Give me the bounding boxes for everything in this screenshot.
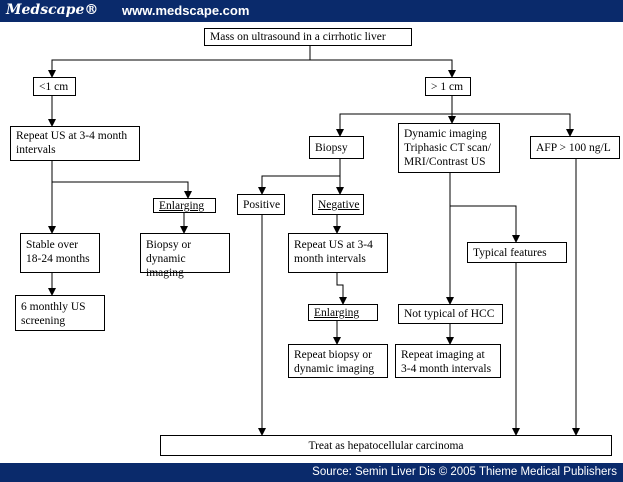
node-less-than-1cm: <1 cm	[33, 77, 76, 96]
node-negative: Negative	[312, 194, 364, 215]
node-afp: AFP > 100 ng/L	[530, 136, 620, 159]
node-repeat-imaging: Repeat imaging at 3-4 month intervals	[395, 344, 501, 378]
node-dynamic-imaging: Dynamic imaging Triphasic CT scan/ MRI/C…	[398, 123, 500, 173]
node-repeat-biopsy: Repeat biopsy or dynamic imaging	[288, 344, 388, 378]
node-biopsy: Biopsy	[309, 136, 364, 159]
footer-rule	[0, 463, 623, 465]
site-url[interactable]: www.medscape.com	[122, 3, 250, 18]
header-bar: Medscape® www.medscape.com	[0, 0, 623, 22]
node-root: Mass on ultrasound in a cirrhotic liver	[204, 28, 412, 46]
medscape-logo[interactable]: Medscape®	[6, 2, 99, 18]
node-repeat-us-small: Repeat US at 3-4 month intervals	[10, 126, 140, 161]
node-stable: Stable over 18-24 months	[20, 233, 100, 273]
node-typical-features: Typical features	[467, 242, 567, 263]
node-enlarging-negative: Enlarging	[308, 304, 378, 321]
node-repeat-us-negative: Repeat US at 3-4 month intervals	[288, 233, 388, 273]
node-positive: Positive	[237, 194, 285, 215]
node-enlarging-small: Enlarging	[153, 198, 216, 213]
node-not-typical: Not typical of HCC	[398, 304, 503, 324]
node-greater-than-1cm: > 1 cm	[425, 77, 471, 96]
node-treat-hcc: Treat as hepatocellular carcinoma	[160, 435, 612, 456]
node-six-monthly-screening: 6 monthly US screening	[15, 295, 105, 331]
source-citation: Source: Semin Liver Dis © 2005 Thieme Me…	[312, 466, 617, 478]
footer-bar: Source: Semin Liver Dis © 2005 Thieme Me…	[0, 465, 623, 482]
node-biopsy-or-dynamic: Biopsy or dynamic imaging	[140, 233, 230, 279]
